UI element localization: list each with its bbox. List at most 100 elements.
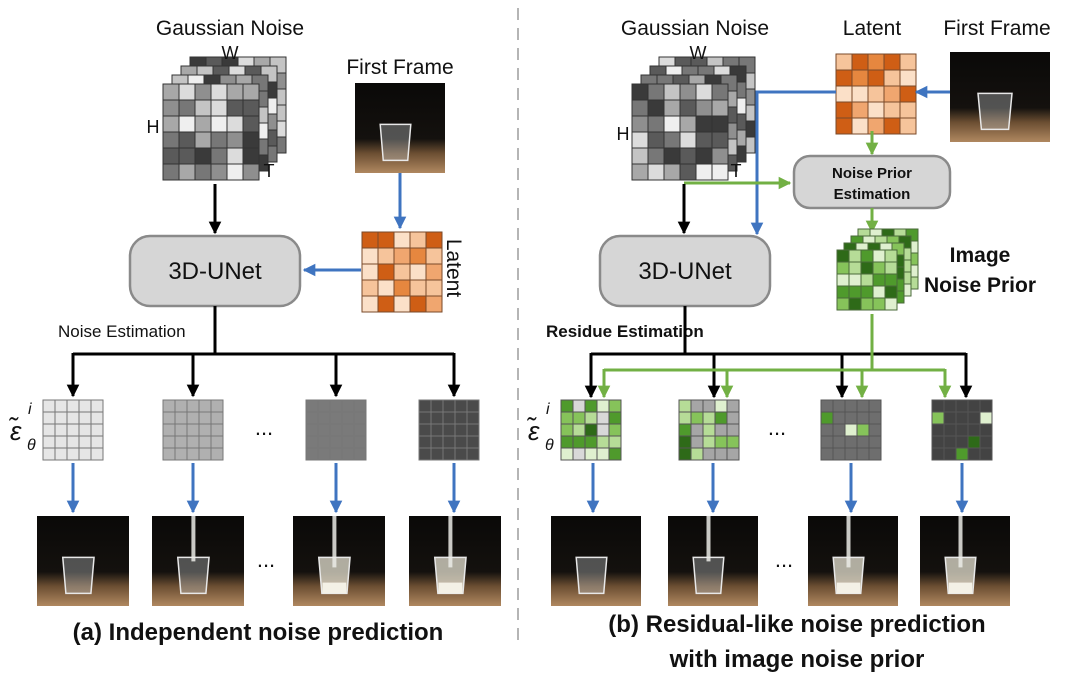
grid-cell: [178, 147, 196, 165]
grid-cell: [979, 411, 993, 425]
grid-cell: [418, 435, 432, 449]
grid-cell: [210, 115, 228, 133]
epsilon-symbol-b: ε̃: [526, 416, 540, 446]
grid-cell: [329, 423, 343, 437]
grid-cell: [454, 435, 468, 449]
grid-cell: [596, 423, 610, 437]
grid-cell: [162, 435, 176, 449]
grid-cell: [844, 435, 858, 449]
pour-stream: [958, 516, 963, 568]
grid-cell: [711, 115, 729, 133]
grid-cell: [78, 411, 92, 425]
grid-cell: [711, 147, 729, 165]
grid-cell: [631, 83, 649, 101]
image-noise-prior-stack: [836, 228, 919, 311]
output-frame-a-4: [409, 516, 501, 606]
grid-cell: [584, 423, 598, 437]
noise-estimate-3: [305, 399, 367, 461]
frame-background: [668, 516, 758, 606]
grid-cell: [860, 285, 874, 299]
grid-cell: [836, 249, 850, 263]
grid-cell: [714, 399, 728, 413]
grid-cell: [393, 231, 411, 249]
grid-cell: [679, 99, 697, 117]
grid-cell: [242, 131, 260, 149]
grid-cell: [608, 447, 622, 461]
output-frame-a-3: [293, 516, 385, 606]
grid-cell: [430, 411, 444, 425]
grid-cell: [361, 295, 379, 313]
latent-grid-a: [361, 231, 443, 313]
grid-cell: [702, 411, 716, 425]
grid-cell: [899, 69, 917, 87]
noise-estimation-label-a: Noise Estimation: [58, 322, 186, 341]
grid-cell: [341, 423, 355, 437]
grid-cell: [711, 99, 729, 117]
grid-cell: [695, 147, 713, 165]
pour-stream: [846, 516, 851, 568]
grid-cell: [66, 435, 80, 449]
residue-estimate-2: [678, 399, 740, 461]
grid-cell: [361, 263, 379, 281]
grid-cell: [608, 411, 622, 425]
grid-cell: [442, 411, 456, 425]
grid-cell: [194, 131, 212, 149]
grid-cell: [867, 53, 885, 71]
grid-cell: [851, 101, 869, 119]
arrow-latent-to-unet-b: [750, 90, 836, 236]
grid-cell: [678, 435, 692, 449]
grid-cell: [174, 411, 188, 425]
grid-cell: [442, 447, 456, 461]
image-noise-prior-line1: Image: [950, 244, 1011, 267]
grid-cell: [305, 411, 319, 425]
grid-cell: [872, 273, 886, 287]
caption-a: (a) Independent noise prediction: [73, 619, 444, 646]
grid-cell: [454, 399, 468, 413]
output-frame-b-2: [668, 516, 758, 606]
grid-cell: [931, 423, 945, 437]
grid-cell: [631, 147, 649, 165]
grid-cell: [194, 99, 212, 117]
grid-cell: [844, 447, 858, 461]
grid-cell: [955, 399, 969, 413]
grid-cell: [679, 131, 697, 149]
noise-estimate-grids-a: [42, 399, 480, 461]
residue-estimate-3: [820, 399, 882, 461]
grid-cell: [851, 85, 869, 103]
grid-cell: [955, 435, 969, 449]
grid-cell: [844, 399, 858, 413]
grid-cell: [835, 53, 853, 71]
grid-cell: [584, 435, 598, 449]
grid-cell: [186, 399, 200, 413]
grid-cell: [186, 447, 200, 461]
grid-cell: [162, 447, 176, 461]
grid-cell: [695, 131, 713, 149]
grid-cell: [955, 411, 969, 425]
grid-cell: [305, 423, 319, 437]
output-frames-b: [551, 516, 1010, 606]
grid-cell: [409, 247, 427, 265]
grid-cell: [377, 295, 395, 313]
panel-a: Gaussian Noise W H T First Frame Latent …: [8, 17, 501, 646]
grid-cell: [317, 423, 331, 437]
grid-cell: [361, 231, 379, 249]
grid-cell: [584, 399, 598, 413]
grid-cell: [631, 163, 649, 181]
grid-cell: [42, 399, 56, 413]
grid-cell: [377, 231, 395, 249]
glass-shape: [692, 556, 725, 595]
foam: [438, 582, 463, 594]
grid-cell: [943, 447, 957, 461]
grid-cell: [690, 447, 704, 461]
grid-cell: [242, 83, 260, 101]
grid-cell: [90, 435, 104, 449]
grid-cell: [174, 399, 188, 413]
grid-cell: [967, 423, 981, 437]
grid-cell: [832, 447, 846, 461]
grid-cell: [353, 423, 367, 437]
epsilon-symbol-a: ε̃: [8, 416, 22, 446]
grid-cell: [867, 117, 885, 135]
grid-cell: [210, 163, 228, 181]
grid-cell: [210, 131, 228, 149]
grid-cell: [162, 399, 176, 413]
